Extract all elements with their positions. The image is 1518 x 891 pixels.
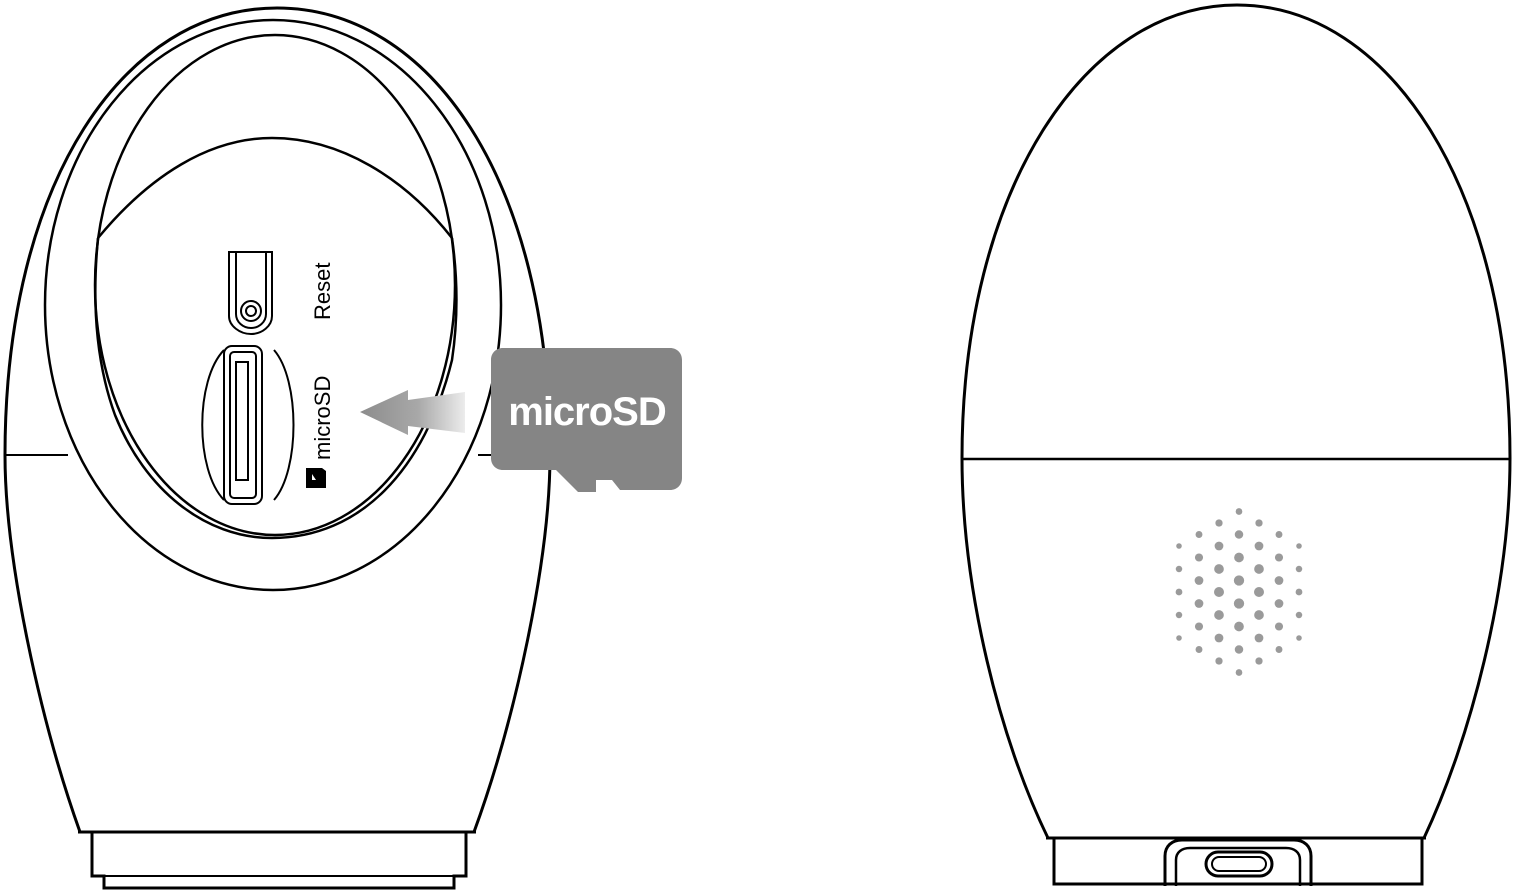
microsd-card-icon — [306, 468, 326, 488]
speaker-dot — [1274, 622, 1284, 631]
reset-label: Reset — [310, 263, 335, 320]
speaker-dot — [1254, 610, 1264, 620]
insert-arrow-icon — [360, 390, 465, 435]
speaker-dot — [1254, 541, 1264, 551]
camera-base — [90, 832, 468, 890]
speaker-grille — [1175, 508, 1303, 676]
speaker-dot — [1215, 657, 1223, 665]
speaker-dot — [1215, 519, 1223, 527]
speaker-dot — [1254, 564, 1264, 574]
back-base — [1052, 838, 1424, 886]
usb-c-socket — [1204, 850, 1274, 878]
microsd-card: microSD — [491, 348, 682, 492]
speaker-dot — [1234, 552, 1244, 563]
speaker-dot — [1275, 531, 1283, 538]
usb-c-socket-inner — [1211, 856, 1267, 872]
speaker-dot — [1295, 611, 1303, 619]
speaker-dot — [1254, 633, 1264, 643]
speaker-dot — [1274, 553, 1284, 562]
speaker-dot — [1234, 530, 1244, 539]
speaker-dot — [1214, 587, 1224, 597]
speaker-dot — [1296, 635, 1302, 641]
reset-button-icon — [228, 251, 273, 336]
speaker-dot — [1195, 646, 1203, 653]
camera-back-view — [960, 3, 1512, 886]
speaker-dot — [1176, 543, 1182, 549]
microsd-card-label: microSD — [508, 390, 666, 434]
speaker-dot — [1295, 565, 1303, 573]
speaker-dot — [1194, 576, 1204, 585]
camera-back-outline — [960, 3, 1512, 840]
speaker-dot — [1234, 645, 1244, 654]
speaker-dot — [1194, 622, 1204, 631]
speaker-dot — [1195, 531, 1203, 538]
speaker-dot — [1214, 541, 1224, 551]
speaker-dot — [1274, 599, 1284, 608]
camera-head-outer — [43, 18, 503, 592]
speaker-dot — [1255, 657, 1263, 665]
camera-head-inner — [93, 33, 457, 537]
microsd-slot-label: microSD — [310, 376, 335, 460]
microsd-card-body — [491, 348, 682, 492]
speaker-dot — [1214, 610, 1224, 620]
speaker-dot — [1234, 621, 1244, 632]
speaker-dot — [1275, 646, 1283, 653]
speaker-dot — [1255, 519, 1263, 527]
speaker-dot — [1235, 508, 1243, 515]
speaker-dot — [1214, 633, 1224, 643]
usb-c-port-inner — [1174, 846, 1302, 886]
speaker-dot — [1176, 635, 1182, 641]
speaker-dot — [1175, 611, 1183, 619]
microsd-slot-icon — [201, 345, 295, 505]
speaker-dot — [1254, 587, 1264, 597]
speaker-dot — [1233, 598, 1245, 609]
speaker-dot — [1194, 553, 1204, 562]
speaker-dot — [1233, 575, 1245, 586]
speaker-dot — [1175, 565, 1183, 573]
camera-body-outline — [3, 6, 552, 834]
camera-face-panel — [97, 136, 453, 239]
speaker-dot — [1274, 576, 1284, 585]
speaker-dot — [1194, 599, 1204, 608]
usb-c-port-icon — [1163, 838, 1313, 886]
camera-front-view — [3, 6, 552, 890]
speaker-dot — [1175, 588, 1183, 596]
speaker-dot — [1295, 588, 1303, 596]
speaker-dot — [1214, 564, 1224, 574]
speaker-dot — [1296, 543, 1302, 549]
camera-panel-lower — [93, 237, 458, 540]
speaker-dot — [1235, 669, 1243, 676]
